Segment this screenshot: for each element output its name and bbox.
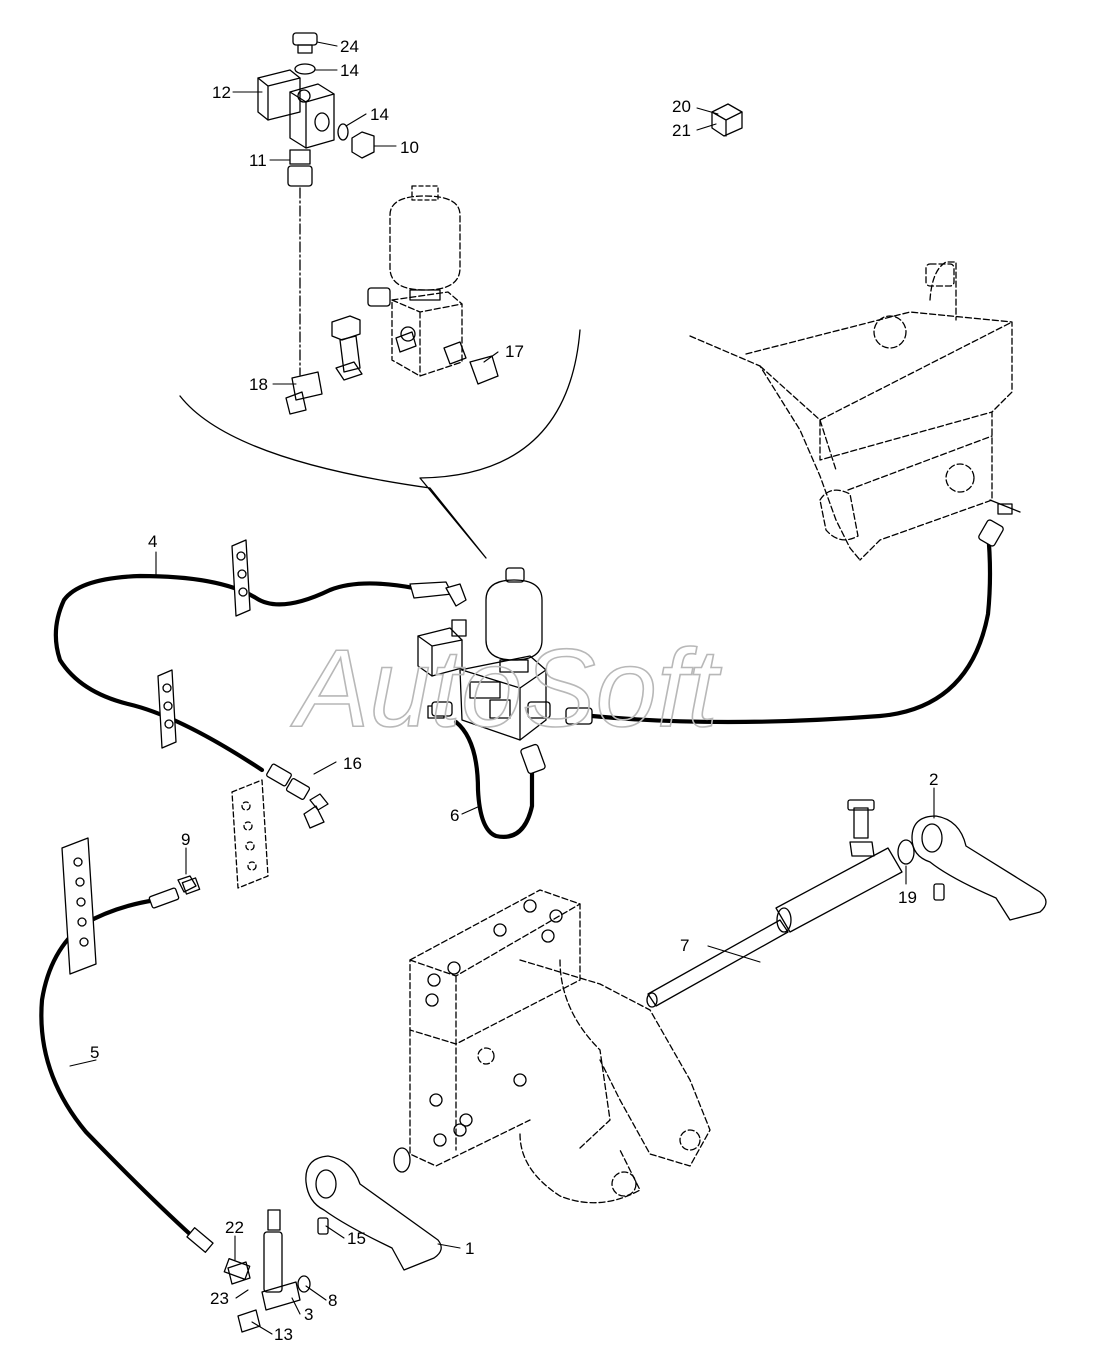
callout-12: 12 [212,83,231,102]
fitting-16 [303,793,329,829]
callout-22: 22 [225,1218,244,1237]
mounting-bracket [231,779,269,889]
o-ring-19 [897,839,915,865]
callout-4: 4 [148,532,157,551]
callout-7: 7 [680,936,689,955]
pressure-switch [711,103,743,137]
lift-arm-1 [305,1155,442,1271]
callout-13: 13 [274,1325,293,1344]
callout-2: 2 [929,770,938,789]
callout-14: 14 [340,61,359,80]
callout-21: 21 [672,121,691,140]
callout-14: 14 [370,105,389,124]
lift-pin-7 [646,847,903,1008]
solenoid-valve-detail [257,32,375,376]
watermark: AutoSoft [290,627,722,750]
accumulator-detail [285,185,499,415]
callout-24: 24 [340,37,359,56]
callout-23: 23 [210,1289,229,1308]
grease-nipple-15 [317,1217,329,1235]
callout-15: 15 [347,1229,366,1248]
lift-frame [409,889,711,1204]
callout-labels: 24 14 12 14 10 11 17 18 20 21 4 16 6 2 9… [90,37,938,1344]
callout-3: 3 [304,1305,313,1324]
callout-10: 10 [400,138,419,157]
frame-bolts [425,899,563,1147]
hose-clamp-upper [231,539,251,617]
grease-nipple-2 [933,883,945,901]
detail-callout-arc [179,329,581,559]
callout-5: 5 [90,1043,99,1062]
callout-9: 9 [181,830,190,849]
nut-9 [177,875,197,893]
lift-arm-2 [911,815,1047,921]
hose-clamp-middle [157,669,177,749]
hydraulic-tank [689,261,1013,561]
hose-4 [53,573,417,773]
tank-fitting [997,503,1013,515]
leader-lines [69,41,935,1335]
callout-19: 19 [898,888,917,907]
o-ring-left [393,1147,411,1173]
callout-17: 17 [505,342,524,361]
callout-6: 6 [450,806,459,825]
hose-6 [453,719,535,839]
callout-1: 1 [465,1239,474,1258]
hose-main-right [589,529,993,725]
hose-5 [39,897,195,1239]
callout-8: 8 [328,1291,337,1310]
callout-11: 11 [249,151,267,170]
pin-bolt [847,799,875,857]
callout-16: 16 [343,754,362,773]
accumulator-assembly [417,567,551,741]
callout-20: 20 [672,97,691,116]
cylinder-3 [227,1209,311,1333]
hose-clamp-lower [61,837,97,975]
callout-18: 18 [249,375,268,394]
